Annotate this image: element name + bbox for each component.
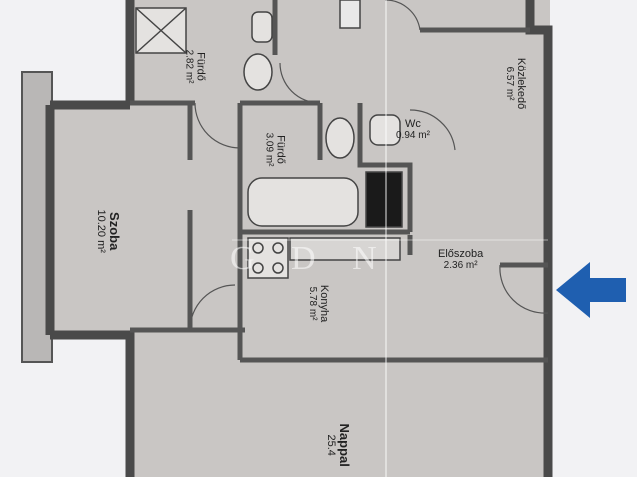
fixtures <box>135 0 403 279</box>
room-label-konyha: Konyha 5.78 m² <box>307 285 330 322</box>
sink-1 <box>243 53 273 91</box>
room-area: 10.20 m² <box>94 209 107 253</box>
room-label-eloszoba: Előszoba 2.36 m² <box>438 248 483 271</box>
room-label-furdo-2: Fürdő 3.09 m² <box>263 133 286 167</box>
room-area: 5.78 m² <box>307 286 319 321</box>
counter <box>289 237 401 261</box>
szoba-floor <box>50 105 190 335</box>
toilet-1 <box>251 11 273 43</box>
washing-machine <box>365 171 403 228</box>
room-label-nappali: Nappal 25.4 <box>324 423 352 467</box>
watermark: G D N <box>230 240 391 277</box>
room-name: Fürdő <box>274 135 287 164</box>
room-area: 25.4 <box>324 434 337 456</box>
room-name: Szoba <box>106 212 122 251</box>
room-label-wc: Wc 0.94 m² <box>396 118 430 141</box>
room-area: 3.09 m² <box>263 132 275 167</box>
toilet-2 <box>369 114 401 146</box>
room-name: Fürdő <box>194 52 207 81</box>
room-name: Wc <box>405 118 421 130</box>
room-area: 2.36 m² <box>443 260 478 272</box>
room-name: Közlekedő <box>515 57 528 110</box>
interior-walls <box>130 0 548 363</box>
radiator <box>339 0 361 29</box>
room-area: 0.94 m² <box>396 130 430 142</box>
entrance-arrow-icon <box>556 262 626 318</box>
door-swings <box>189 0 549 331</box>
bathtub <box>247 177 359 227</box>
room-area: 6.57 m² <box>504 66 516 101</box>
room-name: Nappal <box>336 423 352 467</box>
room-label-kozlekedo: Közlekedő 6.57 m² <box>504 58 527 109</box>
outer-walls <box>45 0 553 477</box>
room-name: Konyha <box>318 284 331 323</box>
sink-2 <box>325 117 355 159</box>
room-label-szoba: Szoba 10.20 m² <box>94 209 122 253</box>
room-area: 2.82 m² <box>183 49 195 84</box>
room-label-furdo-1: Fürdő 2.82 m² <box>183 50 206 84</box>
room-name: Előszoba <box>438 248 484 260</box>
